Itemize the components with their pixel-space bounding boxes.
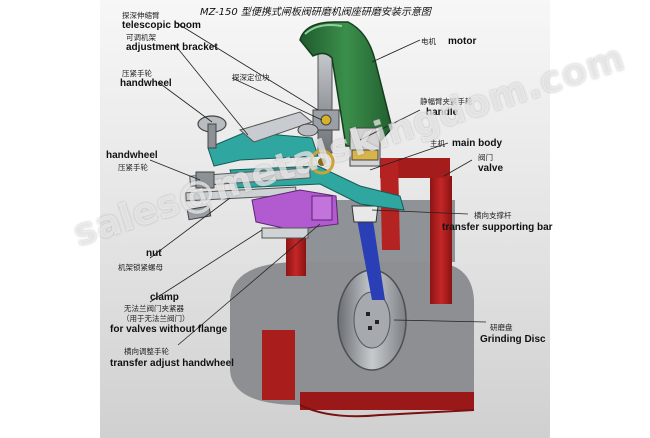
valve-en: valve (478, 163, 504, 174)
transfer-handwheel-en: transfer adjust handwheel (110, 358, 234, 369)
motor-en: motor (448, 36, 477, 47)
main-body-cn: 主机 (430, 139, 445, 148)
telescopic-boom-cn: 探深伸缩臂 (122, 11, 160, 20)
adjust-bracket-en: adjustment bracket (126, 42, 218, 53)
clamp-cn: 无法兰阀门夹紧器 (124, 304, 184, 313)
handwheel-mid-en: handwheel (106, 150, 158, 161)
support-bar-en: transfer supporting bar (442, 222, 553, 233)
adjust-bracket-cn: 可调机架 (126, 33, 156, 42)
flange-en: for valves without flange (110, 324, 228, 335)
clamp-shape (251, 189, 339, 239)
grinding-disc-cn: 研磨盘 (490, 323, 513, 332)
telescopic-boom-en: telescopic boom (122, 20, 201, 31)
motor-shape (299, 21, 393, 167)
locator-cn: 探深定位块 (232, 73, 270, 82)
clamp-cn-note: （用于无法兰阀门） (122, 314, 190, 323)
support-bar-shape (356, 214, 385, 300)
handwheel-top-en: handwheel (120, 78, 172, 89)
handwheel-shapes (186, 115, 335, 221)
bar-collar (351, 205, 379, 223)
handwheel-mid-cn: 压紧手轮 (118, 163, 148, 172)
grinding-disc-en: Grinding Disc (480, 334, 546, 345)
adjustment-bracket-shape (185, 111, 405, 211)
motor-cn: 电机 (421, 37, 436, 46)
nut-en: nut (146, 248, 162, 259)
nut-cn: 机架锁紧螺母 (118, 263, 163, 272)
telescopic-column (312, 47, 340, 154)
main-body-en: main body (452, 138, 503, 149)
handwheel-top-cn: 压紧手轮 (122, 69, 152, 78)
handle-cn: 静幅臂夹紧手轮 (420, 97, 473, 106)
grinding-disc (337, 269, 407, 371)
leader-lines (149, 21, 487, 346)
page-title: MZ-150 型便携式闸板阀研磨机阀座研磨安装示意图 (200, 7, 431, 18)
clamp-en: clamp (150, 292, 179, 303)
support-bar-cn: 横向支撑杆 (474, 211, 512, 220)
transfer-handwheel-cn: 横向调整手轮 (124, 347, 169, 356)
handle-en: handle (426, 107, 459, 118)
valve-cn: 阀门 (478, 153, 493, 162)
